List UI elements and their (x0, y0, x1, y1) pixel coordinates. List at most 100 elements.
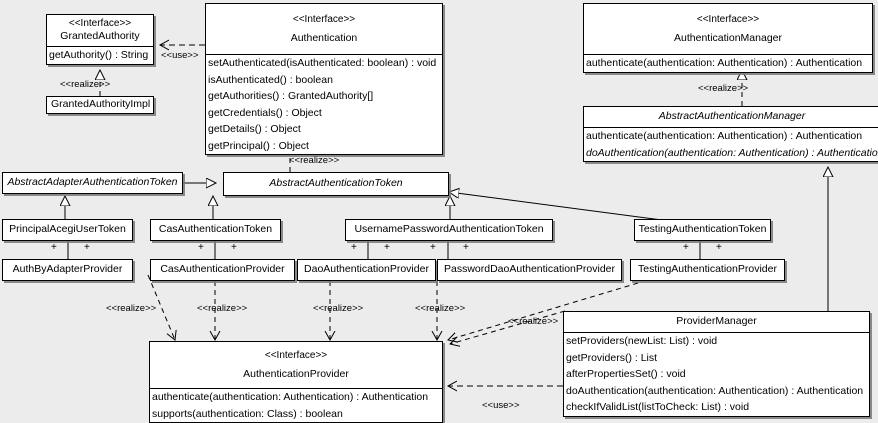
class-name: Authentication (290, 32, 358, 44)
stereotype-label: <<Interface>> (292, 14, 356, 25)
class-name: ProviderManager (676, 315, 757, 327)
operation: setProviders(newList: List) : void (566, 335, 718, 347)
class-header: CasAuthenticationProvider (151, 260, 294, 280)
class-header: PrincipalAcegiUserToken (3, 220, 132, 240)
stereotype-label: <<Interface>> (696, 14, 760, 25)
class-header: AbstractAdapterAuthenticationToken (3, 173, 182, 193)
class-abstract-authentication-token[interactable]: AbstractAuthenticationToken (223, 172, 449, 196)
operations-compartment: authenticate(authentication: Authenticat… (150, 388, 442, 422)
operation: afterPropertiesSet() : void (566, 368, 686, 380)
operation: supports(authentication: Class) : boolea… (152, 407, 343, 420)
class-granted-authority[interactable]: <<Interface>> GrantedAuthority getAuthor… (46, 14, 154, 65)
operations-compartment: authenticate(authentication: Authenticat… (584, 54, 872, 72)
operations-compartment: authenticate(authentication: Authenticat… (584, 127, 878, 161)
operation: authenticate(authentication: Authenticat… (152, 391, 429, 403)
multiplicity-marker: + (51, 242, 57, 253)
operations-compartment: getAuthority() : String (47, 46, 153, 64)
class-name: AbstractAuthenticationManager (658, 110, 806, 122)
edge-label-realize-passworddaoauthenticationprovider: <<realize>> (415, 303, 466, 314)
edge-label-realize-casauthenticationprovider: <<realize>> (197, 303, 248, 314)
class-abstract-authentication-manager[interactable]: AbstractAuthenticationManager authentica… (583, 106, 878, 162)
class-name: GrantedAuthorityImpl (51, 98, 151, 110)
class-name: UsernamePasswordAuthenticationToken (354, 223, 544, 235)
class-provider-manager[interactable]: ProviderManager setProviders(newList: Li… (563, 311, 870, 417)
class-header: PasswordDaoAuthenticationProvider (438, 260, 621, 280)
class-header: <<Interface>> Authentication (206, 4, 442, 54)
class-name: TestingAuthenticationProvider (638, 263, 777, 275)
edge-label-use-providermanager: <<use>> (482, 400, 520, 411)
class-header: UsernamePasswordAuthenticationToken (346, 220, 552, 240)
edge-label-realize-providermanager: <<realize>> (508, 316, 559, 327)
multiplicity-marker: + (430, 242, 436, 253)
class-dao-authentication-provider[interactable]: DaoAuthenticationProvider (297, 259, 436, 281)
class-header: TestingAuthenticationProvider (631, 260, 784, 280)
class-header: AbstractAuthenticationManager (584, 107, 878, 127)
stereotype-label: <<Interface>> (68, 18, 132, 29)
class-name: GrantedAuthority (60, 30, 140, 42)
class-header: CasAuthenticationToken (151, 220, 280, 240)
class-header: DaoAuthenticationProvider (298, 260, 435, 280)
edge-label-realize-authbyadapterprovider: <<realize>> (106, 303, 157, 314)
class-name: PrincipalAcegiUserToken (9, 223, 126, 235)
class-cas-authentication-token[interactable]: CasAuthenticationToken (150, 219, 281, 241)
class-name: PasswordDaoAuthenticationProvider (443, 263, 615, 275)
multiplicity-marker: + (231, 242, 237, 253)
operation: getAuthority() : String (49, 49, 149, 61)
operation: getDetails() : Object (208, 123, 301, 135)
stereotype-label: <<Interface>> (264, 350, 328, 361)
operation: doAuthentication(authentication: Authent… (586, 146, 878, 159)
class-header: TestingAuthenticationToken (635, 220, 770, 240)
class-name: AuthenticationProvider (243, 368, 349, 380)
class-name: CasAuthenticationProvider (160, 263, 285, 275)
class-cas-authentication-provider[interactable]: CasAuthenticationProvider (150, 259, 295, 281)
edge-label-use-authentication-grantedauthority: <<use>> (161, 50, 199, 61)
class-name: DaoAuthenticationProvider (304, 263, 429, 275)
class-username-password-authentication-token[interactable]: UsernamePasswordAuthenticationToken (345, 219, 553, 241)
multiplicity-marker: + (84, 242, 90, 253)
operation: setAuthenticated(isAuthenticated: boolea… (208, 57, 437, 69)
edge-label-realize-abstractauthenticationtoken: <<realize>> (289, 155, 340, 166)
class-header: <<Interface>> AuthenticationProvider (150, 342, 442, 388)
edge-label-realize-authmanager: <<realize>> (698, 83, 749, 94)
operation: checkIfValidList(listToCheck: List) : vo… (566, 401, 750, 413)
multiplicity-marker: + (384, 242, 390, 253)
multiplicity-marker: + (351, 242, 357, 253)
class-header: <<Interface>> GrantedAuthority (47, 15, 153, 46)
operation: getPrincipal() : Object (208, 139, 309, 152)
class-name: CasAuthenticationToken (158, 223, 273, 235)
class-name: AuthenticationManager (674, 32, 782, 44)
operation: getProviders() : List (566, 351, 658, 364)
class-authentication-provider[interactable]: <<Interface>> AuthenticationProvider aut… (149, 341, 443, 423)
class-authentication[interactable]: <<Interface>> Authentication setAuthenti… (205, 3, 443, 155)
edge-label-realize-grantedauthorityimpl: <<realize>> (60, 79, 111, 90)
class-name: AuthByAdapterProvider (12, 263, 123, 275)
operation: doAuthentication(authentication: Authent… (566, 384, 864, 397)
class-granted-authority-impl[interactable]: GrantedAuthorityImpl (46, 96, 154, 114)
multiplicity-marker: + (198, 242, 204, 253)
operation: authenticate(authentication: Authenticat… (586, 57, 863, 69)
operation: authenticate(authentication: Authenticat… (586, 130, 863, 142)
class-header: AbstractAuthenticationToken (224, 173, 448, 195)
class-name: TestingAuthenticationToken (638, 223, 767, 235)
class-name: AbstractAuthenticationToken (269, 177, 403, 189)
class-header: ProviderManager (564, 312, 869, 332)
multiplicity-marker: + (683, 242, 689, 253)
operation: getCredentials() : Object (208, 106, 322, 119)
class-header: <<Interface>> AuthenticationManager (584, 4, 872, 54)
class-principal-acegi-user-token[interactable]: PrincipalAcegiUserToken (2, 219, 133, 241)
class-header: GrantedAuthorityImpl (47, 97, 153, 113)
class-auth-by-adapter-provider[interactable]: AuthByAdapterProvider (2, 259, 133, 281)
multiplicity-marker: + (463, 242, 469, 253)
class-testing-authentication-token[interactable]: TestingAuthenticationToken (634, 219, 771, 241)
class-authentication-manager[interactable]: <<Interface>> AuthenticationManager auth… (583, 3, 873, 73)
edge-label-realize-daoauthenticationprovider: <<realize>> (313, 303, 364, 314)
operations-compartment: setAuthenticated(isAuthenticated: boolea… (206, 54, 442, 154)
class-name: AbstractAdapterAuthenticationToken (7, 176, 178, 188)
class-password-dao-authentication-provider[interactable]: PasswordDaoAuthenticationProvider (437, 259, 622, 281)
operations-compartment: setProviders(newList: List) : void getPr… (564, 332, 869, 416)
operation: isAuthenticated() : boolean (208, 73, 333, 86)
class-testing-authentication-provider[interactable]: TestingAuthenticationProvider (630, 259, 785, 281)
class-abstract-adapter-authentication-token[interactable]: AbstractAdapterAuthenticationToken (2, 172, 183, 194)
class-header: AuthByAdapterProvider (3, 260, 132, 280)
